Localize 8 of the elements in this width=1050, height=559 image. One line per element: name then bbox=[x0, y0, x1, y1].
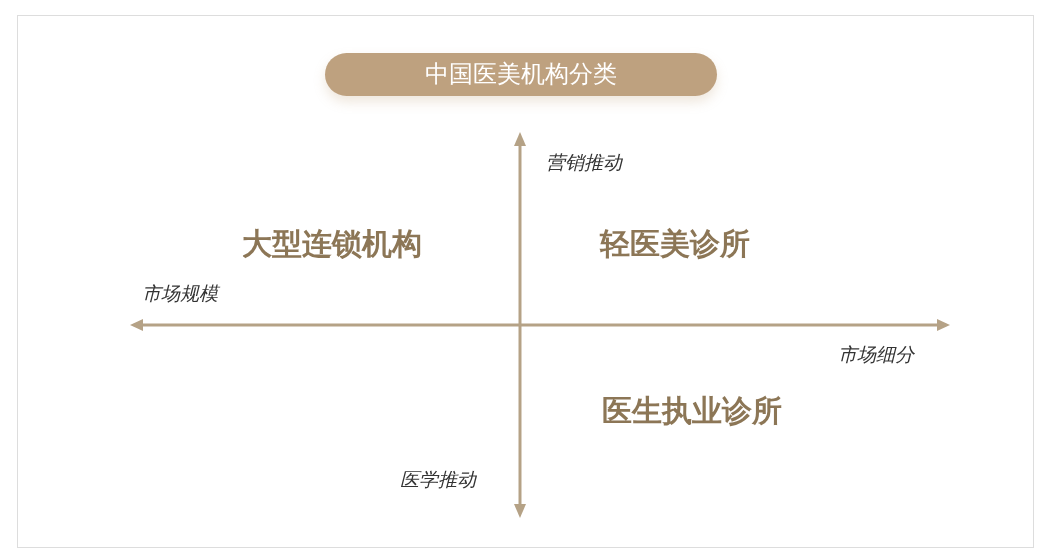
axis-label: 市场细分 bbox=[838, 345, 914, 364]
axis-label: 营销推动 bbox=[546, 153, 622, 172]
quadrant-label: 大型连锁机构 bbox=[242, 229, 422, 259]
quadrant-label: 医生执业诊所 bbox=[602, 396, 782, 426]
quadrant-label: 轻医美诊所 bbox=[600, 229, 750, 259]
axis-label: 市场规模 bbox=[142, 284, 218, 303]
title-pill: 中国医美机构分类 bbox=[325, 53, 717, 96]
axis-label: 医学推动 bbox=[400, 470, 476, 489]
